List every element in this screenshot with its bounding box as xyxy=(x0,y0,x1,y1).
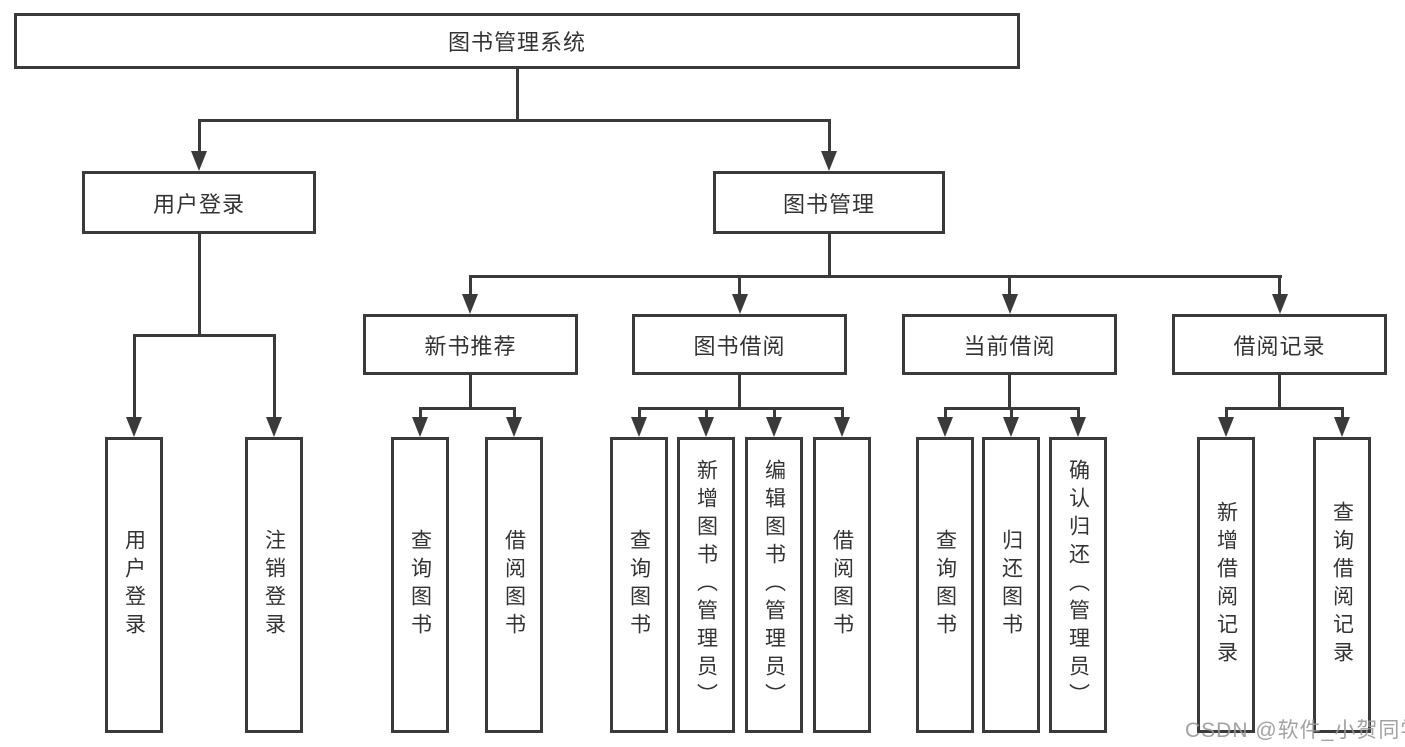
connector-borrow-records-drop-1 xyxy=(1225,407,1228,420)
node-borrow-add-books-admin-label: 新增图书（管理员） xyxy=(694,459,718,711)
connector-user-login-bus xyxy=(133,334,276,337)
node-current-confirm-return-admin: 确认归还（管理员） xyxy=(1049,437,1107,733)
connector-current-borrow-drop-3 xyxy=(1077,407,1080,420)
node-book-borrow: 图书借阅 xyxy=(632,314,847,375)
connector-book-mgmt-drop-4 xyxy=(1278,275,1281,296)
arrow-down-icon xyxy=(1003,417,1019,437)
node-user-login-label: 用户登录 xyxy=(152,191,245,217)
node-leaf-logout-label: 注销登录 xyxy=(262,529,286,641)
connector-borrow-records-drop-2 xyxy=(1341,407,1344,420)
connector-book-mgmt-drop-3 xyxy=(1008,275,1011,296)
arrow-down-icon xyxy=(766,417,782,437)
node-borrow-records: 借阅记录 xyxy=(1172,314,1387,375)
arrow-down-icon xyxy=(631,417,647,437)
connector-book-borrow-stem xyxy=(738,375,741,410)
node-new-book-recommend: 新书推荐 xyxy=(363,314,578,375)
node-new-book-query-books-label: 查询图书 xyxy=(408,529,432,641)
node-book-management: 图书管理 xyxy=(713,171,945,234)
connector-root-drop-right xyxy=(828,119,831,153)
arrow-down-icon xyxy=(506,417,522,437)
node-current-query-books-label: 查询图书 xyxy=(933,529,957,641)
node-borrow-edit-books-admin-label: 编辑图书（管理员） xyxy=(762,459,786,711)
node-root: 图书管理系统 xyxy=(14,13,1020,69)
connector-user-login-stem xyxy=(198,234,201,337)
node-new-book-query-books: 查询图书 xyxy=(391,437,449,733)
node-new-book-borrow-books-label: 借阅图书 xyxy=(502,529,526,641)
node-new-book-recommend-label: 新书推荐 xyxy=(424,333,517,359)
node-root-label: 图书管理系统 xyxy=(447,30,586,55)
node-leaf-user-login: 用户登录 xyxy=(105,437,163,733)
node-records-add-borrow-record-label: 新增借阅记录 xyxy=(1214,501,1238,669)
connector-borrow-records-stem xyxy=(1278,375,1281,410)
arrow-down-icon xyxy=(412,417,428,437)
node-borrow-borrow-books-label: 借阅图书 xyxy=(830,529,854,641)
connector-current-borrow-drop-1 xyxy=(944,407,947,420)
arrow-down-icon xyxy=(266,417,282,437)
node-borrow-borrow-books: 借阅图书 xyxy=(813,437,871,733)
arrow-down-icon xyxy=(1334,417,1350,437)
connector-new-book-stem xyxy=(469,375,472,410)
node-current-confirm-return-admin-label: 确认归还（管理员） xyxy=(1066,459,1090,711)
connector-user-login-drop-1 xyxy=(133,334,136,420)
connector-root-bus xyxy=(198,119,831,122)
connector-book-borrow-bus xyxy=(638,407,844,410)
node-current-borrow: 当前借阅 xyxy=(902,314,1117,375)
connector-book-mgmt-drop-2 xyxy=(738,275,741,296)
node-user-login: 用户登录 xyxy=(82,171,316,234)
node-current-query-books: 查询图书 xyxy=(916,437,974,733)
node-records-query-borrow-record: 查询借阅记录 xyxy=(1313,437,1371,733)
node-current-return-books-label: 归还图书 xyxy=(999,529,1023,641)
connector-book-borrow-drop-2 xyxy=(705,407,708,420)
connector-current-borrow-stem xyxy=(1008,375,1011,410)
node-leaf-logout: 注销登录 xyxy=(245,437,303,733)
node-records-query-borrow-record-label: 查询借阅记录 xyxy=(1330,501,1354,669)
connector-book-mgmt-stem xyxy=(828,234,831,278)
node-borrow-query-books: 查询图书 xyxy=(610,437,668,733)
connector-borrow-records-bus xyxy=(1225,407,1344,410)
node-borrow-records-label: 借阅记录 xyxy=(1233,333,1326,359)
node-borrow-add-books-admin: 新增图书（管理员） xyxy=(677,437,735,733)
connector-new-book-drop-2 xyxy=(513,407,516,420)
connector-root-stem xyxy=(516,69,519,122)
node-book-borrow-label: 图书借阅 xyxy=(693,333,786,359)
node-borrow-edit-books-admin: 编辑图书（管理员） xyxy=(745,437,803,733)
arrow-down-icon xyxy=(732,294,748,314)
node-borrow-query-books-label: 查询图书 xyxy=(627,529,651,641)
csdn-watermark: CSDN @软件_小贺同学 xyxy=(1185,719,1405,742)
arrow-down-icon xyxy=(126,417,142,437)
arrow-down-icon xyxy=(698,417,714,437)
connector-root-drop-left xyxy=(198,119,201,153)
node-current-return-books: 归还图书 xyxy=(982,437,1040,733)
arrow-down-icon xyxy=(937,417,953,437)
connector-new-book-bus xyxy=(419,407,516,410)
connector-book-borrow-drop-3 xyxy=(773,407,776,420)
node-book-management-label: 图书管理 xyxy=(782,191,875,217)
connector-book-borrow-drop-1 xyxy=(638,407,641,420)
arrow-down-icon xyxy=(1272,294,1288,314)
connector-book-mgmt-bus xyxy=(469,275,1282,278)
arrow-down-icon xyxy=(191,151,207,171)
arrow-down-icon xyxy=(1070,417,1086,437)
arrow-down-icon xyxy=(1002,294,1018,314)
connector-book-borrow-drop-4 xyxy=(841,407,844,420)
node-new-book-borrow-books: 借阅图书 xyxy=(485,437,543,733)
arrow-down-icon xyxy=(821,151,837,171)
arrow-down-icon xyxy=(834,417,850,437)
arrow-down-icon xyxy=(1218,417,1234,437)
connector-user-login-drop-2 xyxy=(273,334,276,420)
node-records-add-borrow-record: 新增借阅记录 xyxy=(1197,437,1255,733)
connector-new-book-drop-1 xyxy=(419,407,422,420)
connector-current-borrow-drop-2 xyxy=(1010,407,1013,420)
arrow-down-icon xyxy=(462,294,478,314)
node-leaf-user-login-label: 用户登录 xyxy=(122,529,146,641)
connector-book-mgmt-drop-1 xyxy=(469,275,472,296)
node-current-borrow-label: 当前借阅 xyxy=(963,333,1056,359)
